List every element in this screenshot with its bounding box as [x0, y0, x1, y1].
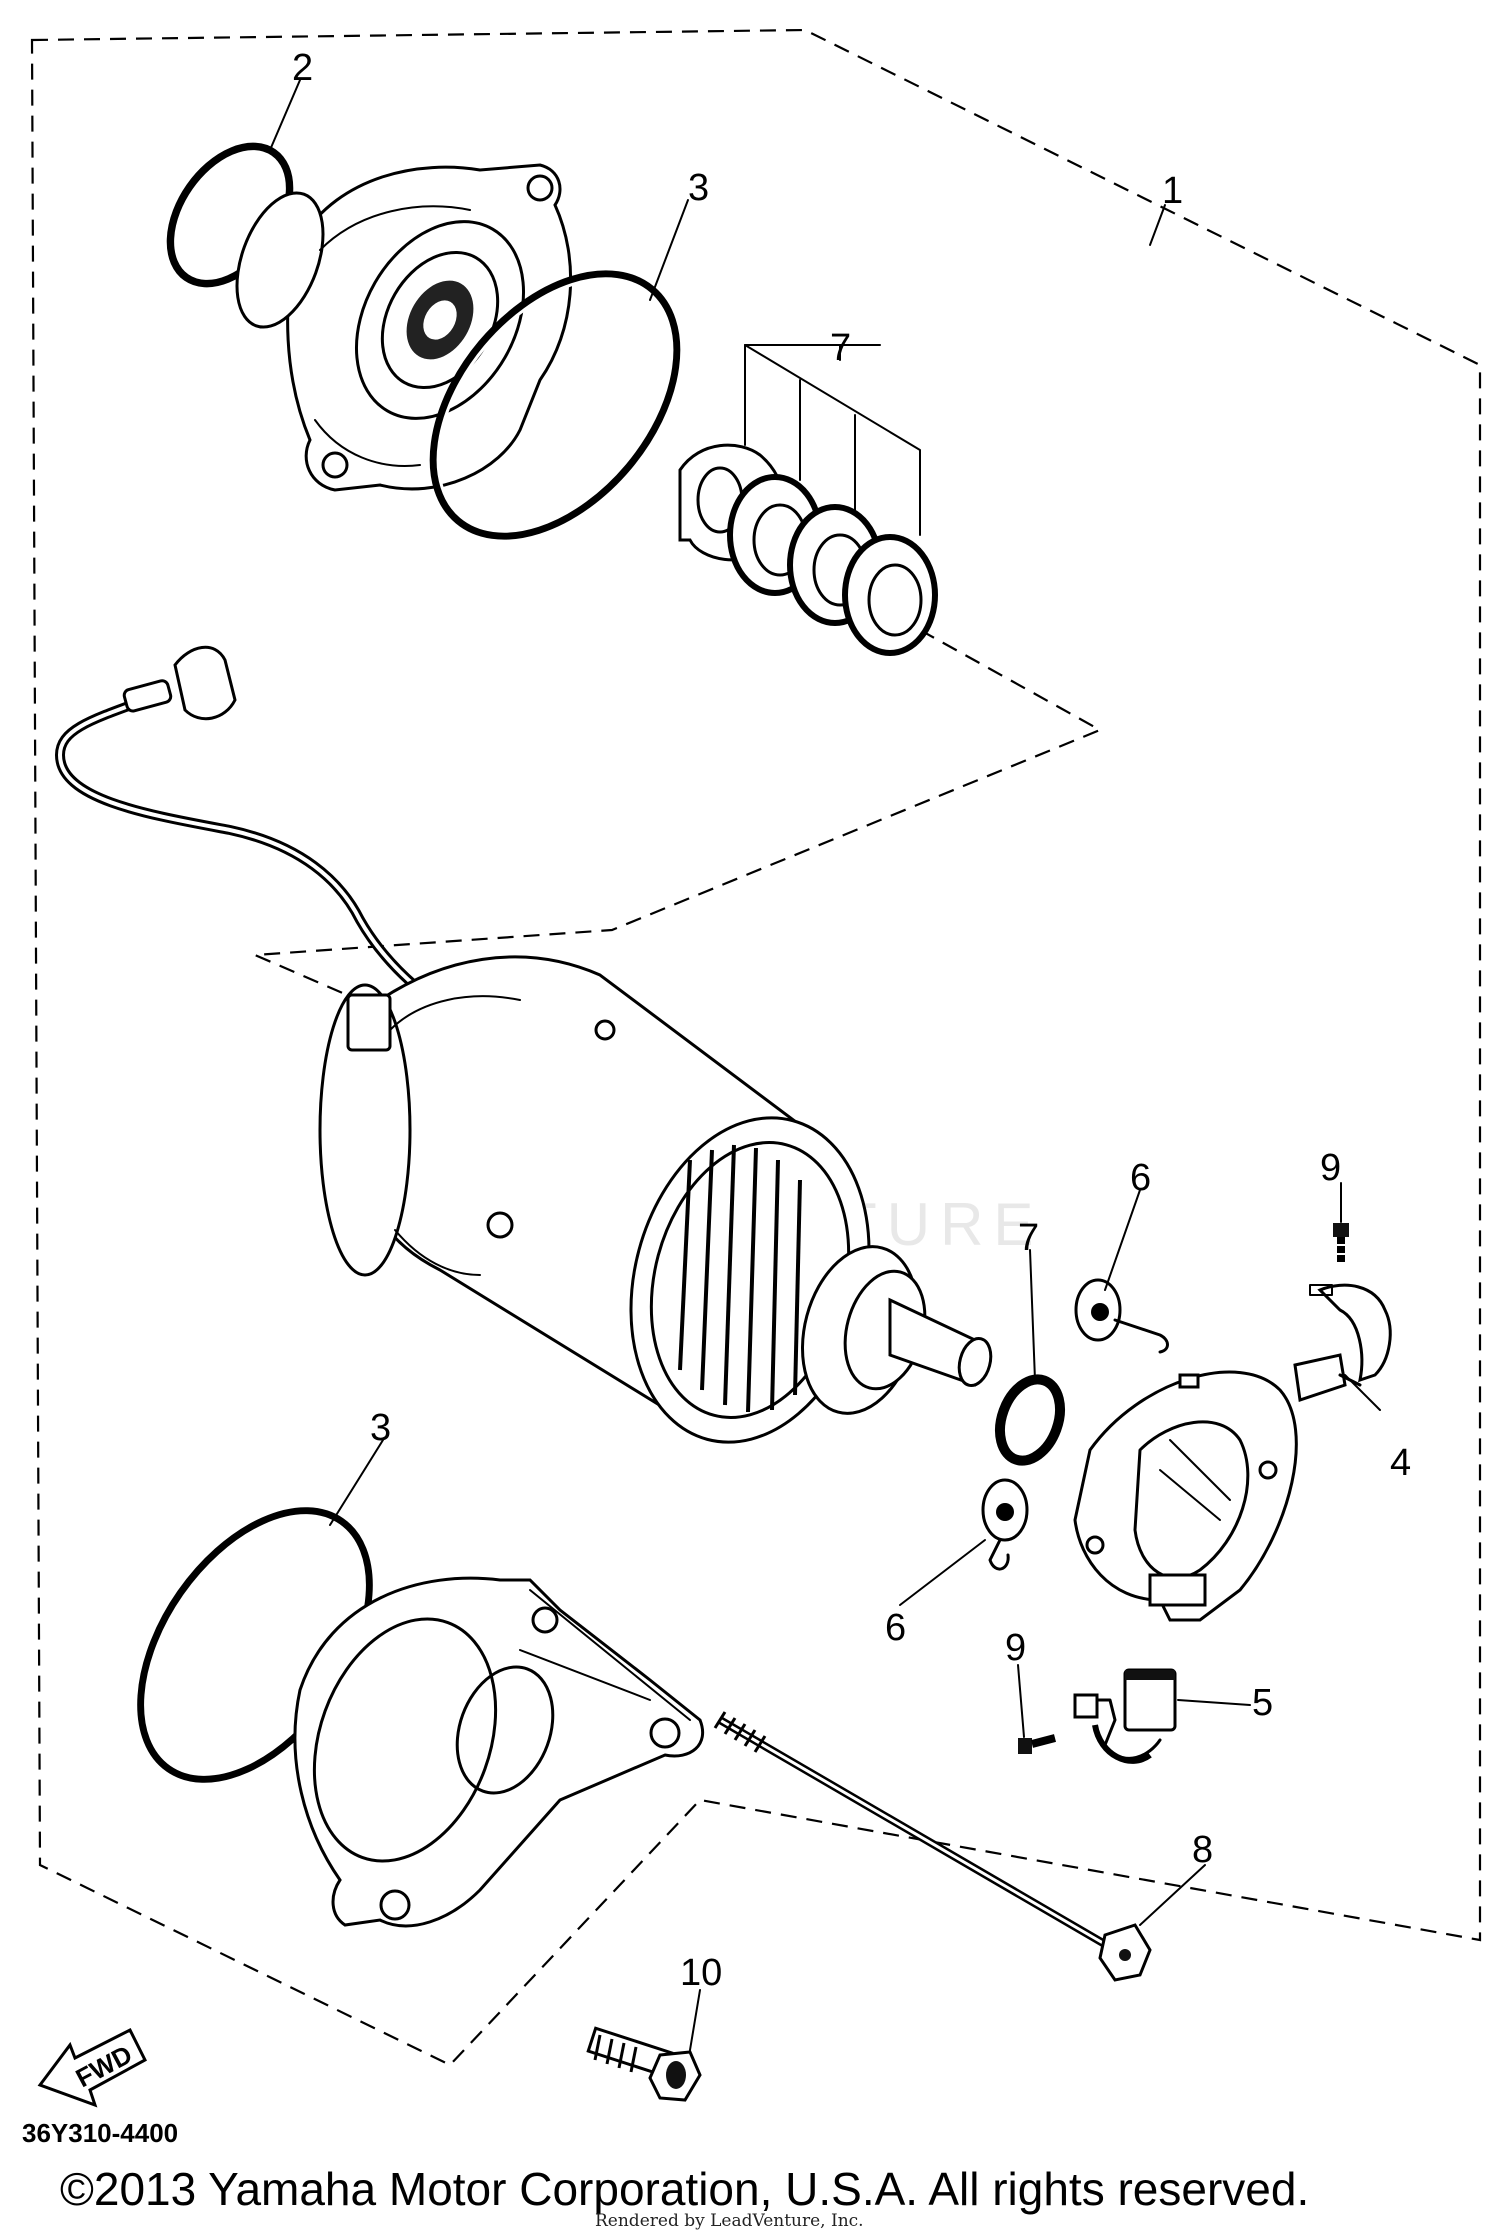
brush-spring-top [1074, 1278, 1169, 1354]
callout-6-bottom: 6 [885, 1607, 906, 1649]
callout-1: 1 [1162, 170, 1183, 212]
callout-5: 5 [1252, 1682, 1273, 1724]
o-ring-large-top [429, 270, 681, 540]
washer-set [678, 344, 938, 656]
callout-3-top: 3 [688, 167, 709, 209]
screw-bottom [1018, 1734, 1057, 1754]
callout-9-bottom: 9 [1005, 1627, 1026, 1669]
callout-10: 10 [680, 1952, 722, 1994]
screw-top [1333, 1223, 1349, 1262]
rendered-by: Rendered by LeadVenture, Inc. [595, 2211, 864, 2231]
part-number: 36Y310-4400 [22, 2118, 178, 2148]
callout-2: 2 [292, 47, 313, 89]
callout-8: 8 [1192, 1829, 1213, 1871]
front-cover [235, 163, 573, 492]
brush-holder-plate [1073, 1370, 1298, 1622]
brush-spring-bottom [981, 1478, 1029, 1571]
callout-4: 4 [1390, 1442, 1411, 1484]
copyright-notice: ©2013 Yamaha Motor Corporation, U.S.A. A… [60, 2163, 1309, 2215]
mounting-bolt [586, 2026, 702, 2102]
through-bolt [713, 1711, 1152, 1982]
callout-9-top: 9 [1320, 1147, 1341, 1189]
assembly-boundary [30, 28, 1482, 2067]
armature-end [629, 1116, 993, 1444]
brush-holder [1293, 1283, 1392, 1402]
guide-line-washers [254, 629, 1103, 1022]
leader-lines [269, 79, 1381, 2051]
callout-7-mid: 7 [1018, 1217, 1039, 1259]
rear-cover [293, 1576, 704, 1928]
fwd-direction-arrow: FWD [37, 2027, 147, 2108]
callout-7-top: 7 [830, 327, 851, 369]
callout-6-top: 6 [1130, 1157, 1151, 1199]
brush-with-lead [1073, 1668, 1177, 1764]
callout-3-bottom: 3 [370, 1407, 391, 1449]
